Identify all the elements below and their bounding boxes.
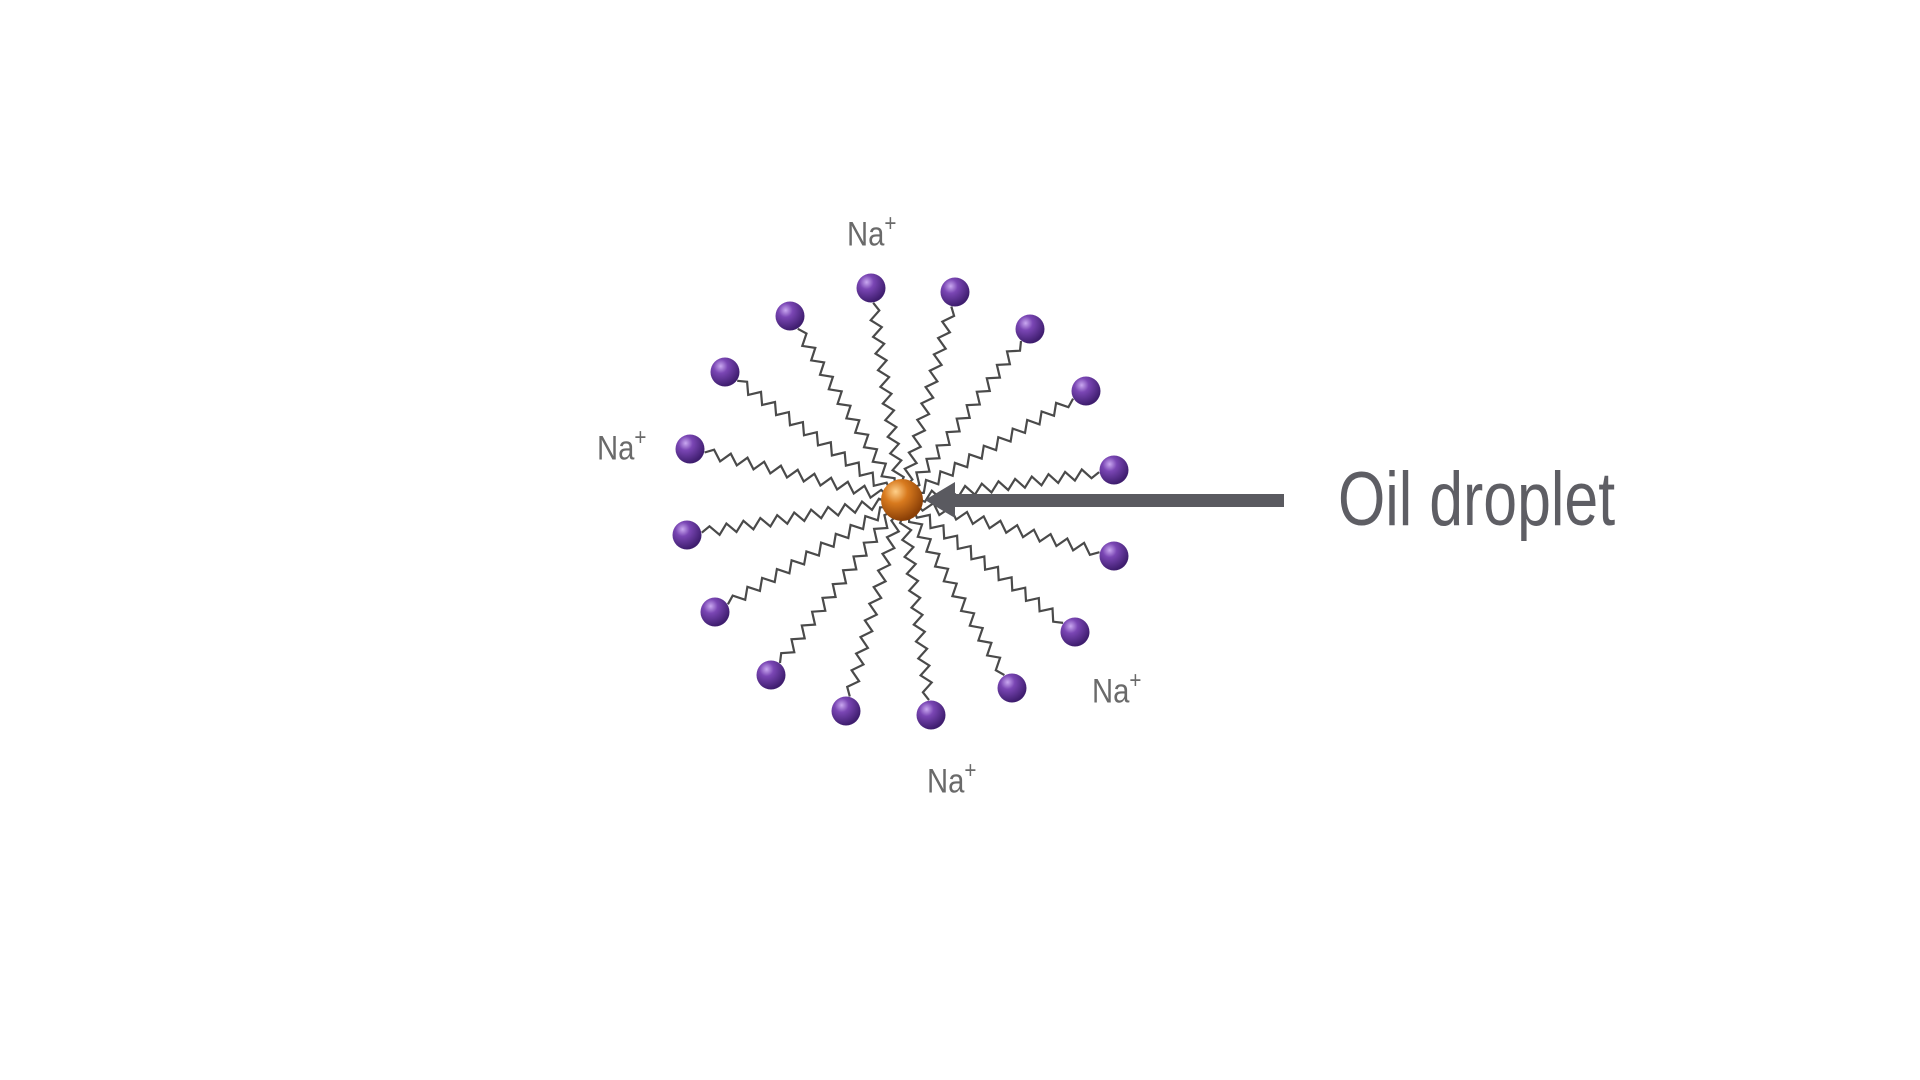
sodium-ion-label-right: Na+ <box>1092 667 1142 711</box>
surfactant-head <box>1015 314 1045 344</box>
sodium-ion-label-bottom: Na+ <box>927 757 977 801</box>
sodium-ion-label-left: Na+ <box>597 424 647 468</box>
surfactant-head <box>916 700 946 730</box>
surfactant-head <box>1060 617 1090 647</box>
surfactant-tail <box>909 340 1023 490</box>
surfactant-tail <box>914 398 1075 494</box>
hydrophilic-heads <box>672 273 1129 730</box>
surfactant-head <box>940 277 970 307</box>
surfactant-tail <box>726 506 891 605</box>
surfactant-head <box>700 597 730 627</box>
surfactant-tail <box>704 448 890 500</box>
surfactant-tail <box>903 306 956 488</box>
surfactant-tail <box>797 327 896 489</box>
surfactant-head <box>1099 541 1129 571</box>
surfactant-head <box>775 301 805 331</box>
surfactant-head <box>672 520 702 550</box>
surfactant-tail <box>701 497 889 537</box>
surfactant-tail <box>898 513 934 701</box>
surfactant-tail <box>737 379 892 493</box>
surfactant-tail <box>912 508 1064 624</box>
sodium-ion-label-top: Na+ <box>847 210 897 254</box>
oil-droplet-core <box>881 479 923 521</box>
surfactant-head <box>1099 455 1129 485</box>
surfactant-head <box>675 434 705 464</box>
oil-droplet-label: Oil droplet <box>1338 457 1616 542</box>
surfactant-head <box>756 660 786 690</box>
surfactant-head <box>856 273 886 303</box>
surfactant-head <box>997 673 1027 703</box>
surfactant-head <box>831 696 861 726</box>
surfactant-tail <box>908 512 1005 677</box>
surfactant-tail <box>845 512 901 697</box>
surfactant-tail <box>869 302 906 487</box>
callout-arrow <box>925 482 1284 518</box>
surfactant-head <box>710 357 740 387</box>
surfactant-head <box>1071 376 1101 406</box>
surfactant-tail <box>778 510 895 664</box>
